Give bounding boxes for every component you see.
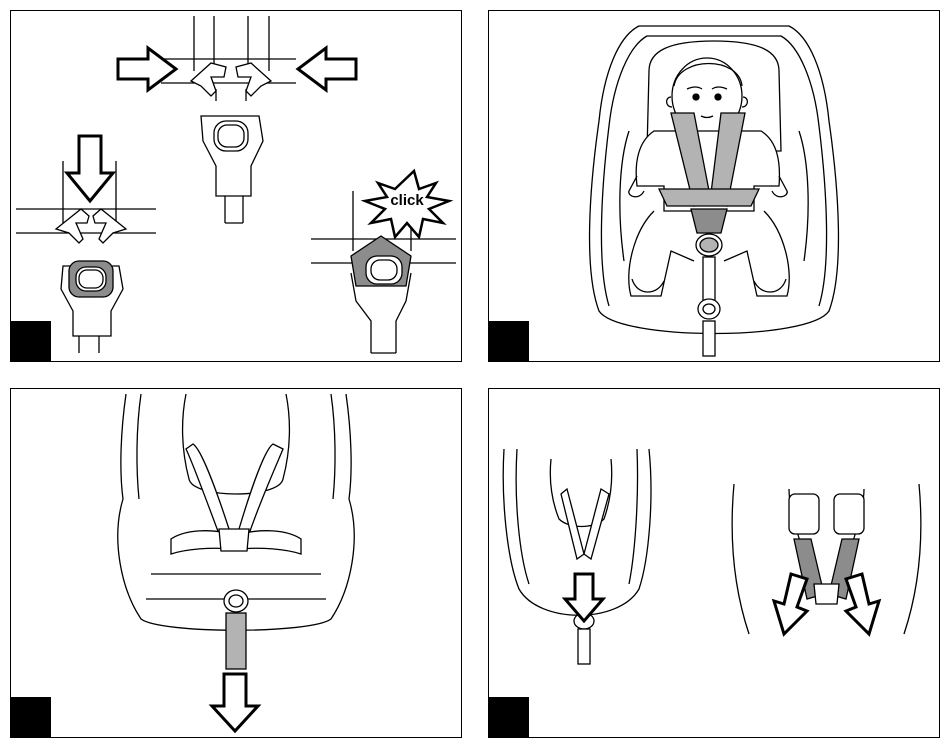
step-number-badge [11,697,51,737]
tighten-harness-illustration [11,389,462,738]
panel-step-2-child-seated [488,10,940,362]
step-number-badge [489,697,529,737]
buckle [814,584,839,604]
harness-strap-right [239,444,283,534]
buckle [219,529,249,551]
adjuster-strap [703,321,715,356]
seat-small-left [503,449,651,664]
hip-strap [659,189,759,206]
step-number-badge [489,321,529,361]
arrow-left-icon [298,48,356,90]
panel-step-1-buckle-assembly: click [10,10,462,362]
adjuster-strap [226,613,246,669]
child-seat-illustration [489,11,940,362]
step-number-badge [11,321,51,361]
panel-step-3-tighten-harness [10,388,462,738]
buckle-housing-center [201,116,263,223]
release-harness-illustration [489,389,940,738]
buckle-assembly-illustration: click [11,11,462,362]
arrow-down-right-icon [846,574,879,634]
arrow-down-left-icon [774,574,807,634]
buckle-tongues-top [161,16,296,101]
arrow-right-icon [118,48,176,90]
click-label: click [390,192,424,209]
panel-step-4-release-harness [488,388,940,738]
buckle [691,209,727,233]
arrow-down-icon [212,674,258,731]
harness-strap-left [186,444,229,534]
arrow-down-icon [67,136,113,201]
seat-closeup-right [732,484,921,634]
